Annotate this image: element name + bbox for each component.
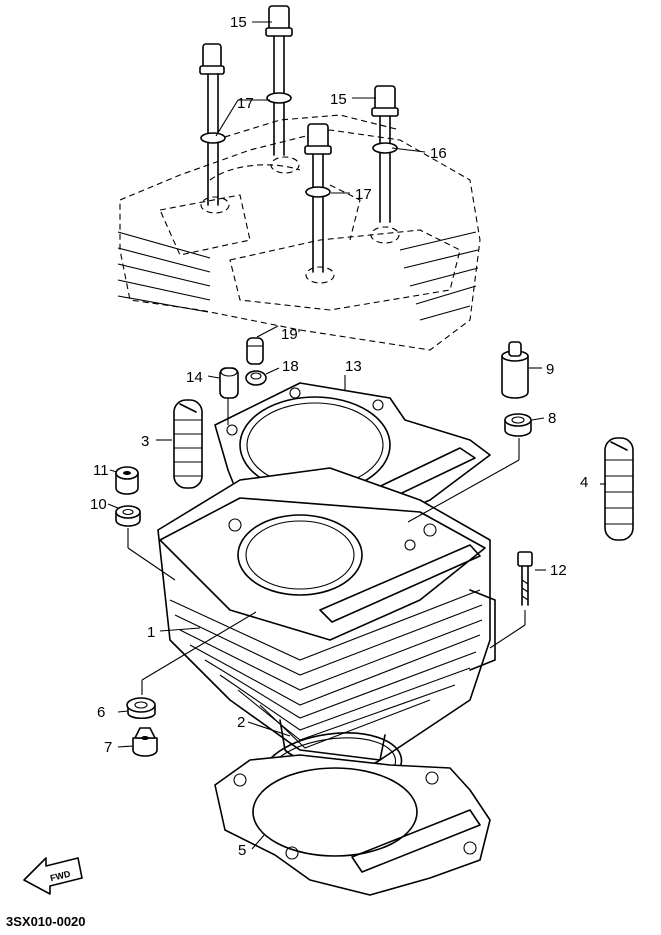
dowel-14 [219,367,239,399]
washer-10 [115,505,141,527]
callout-2: 2 [237,714,245,731]
callout-6: 6 [97,704,105,721]
base-gasket [214,754,491,896]
callout-15-right: 15 [330,91,347,108]
fwd-label: FWD [49,868,72,883]
drawing-code: 3SX010-0020 [6,914,86,929]
head-bolt-left [199,43,226,206]
callout-12: 12 [550,562,567,579]
fwd-direction-arrow: FWD [23,857,83,895]
callout-7: 7 [104,739,112,756]
callout-5: 5 [238,842,246,859]
dowel-19 [246,337,264,365]
nut-7 [132,727,158,757]
callout-4: 4 [580,474,588,491]
stud-3 [173,399,203,489]
callout-1: 1 [147,624,155,641]
callout-10: 10 [90,496,107,513]
bolt-12 [517,551,533,606]
washer-6 [126,697,156,720]
callout-17-center: 17 [355,186,372,203]
nut-11 [115,466,139,495]
callout-11: 11 [93,462,109,479]
callout-13: 13 [345,358,362,375]
cylinder-block [157,467,496,769]
cylinder-head-outline [117,114,481,351]
callout-16: 16 [430,145,447,162]
callout-19: 19' [281,326,301,343]
callout-labels: 15 15 17 17 16 19' 18 14 13 9 8 3 4 11 1… [90,14,588,859]
head-bolt-center-top [265,5,293,156]
callout-17-left: 17 [237,95,254,112]
head-bolt-right [371,85,399,223]
head-bolt-center-lower [304,123,332,273]
oring-18 [245,370,267,386]
washer-8 [504,413,532,437]
callout-8: 8 [548,410,556,427]
callout-15-top: 15 [230,14,247,31]
part-9-sleeve [501,341,529,399]
callout-9: 9 [546,361,554,378]
callout-3: 3 [141,433,149,450]
callout-14: 14 [186,369,203,386]
leader-lines [107,21,606,850]
stud-4 [604,437,634,541]
callout-18: 18 [282,358,299,375]
